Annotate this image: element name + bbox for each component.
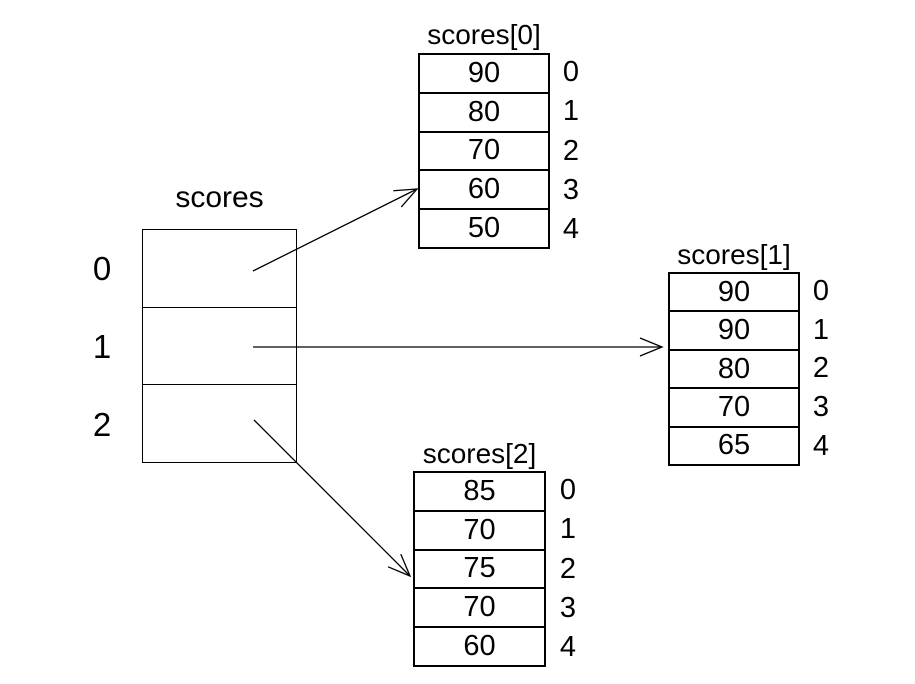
arrow-scores-0 <box>252 188 419 272</box>
subarray-2-index-2: 2 <box>559 552 577 585</box>
subarray-2-title: scores[2] <box>422 438 537 469</box>
subarray-2-value-2: 75 <box>415 548 544 588</box>
subarray-2-index-1: 1 <box>559 513 577 546</box>
subarray-1-value-0: 90 <box>717 275 751 308</box>
subarray-1-index-4: 4 <box>812 430 830 463</box>
subarray-1-index-1: 1 <box>812 313 830 346</box>
subarray-0-title: scores[0] <box>427 19 541 50</box>
pointer-array-title: scores <box>175 181 264 214</box>
pointer-array-index-column: 0 1 2 <box>82 229 122 463</box>
subarray-2-index-3: 3 <box>559 591 577 624</box>
pointer-index-label-1: 1 <box>92 327 112 365</box>
subarray-1-index-column: 0 1 2 3 4 <box>806 272 836 466</box>
subarray-0-index-3: 3 <box>562 173 580 206</box>
subarray-0-index-2: 2 <box>562 134 580 167</box>
subarray-0-value-0: 90 <box>467 56 501 89</box>
subarray-2-index-column: 0 1 2 3 4 <box>553 471 583 667</box>
subarray-2-value-4: 60 <box>415 626 544 665</box>
subarray-1-value-2: 80 <box>670 348 798 387</box>
pointer-index-label-2: 2 <box>92 405 112 443</box>
subarray-2-index-4: 4 <box>559 630 577 663</box>
arrow-scores-2 <box>253 419 412 578</box>
subarray-2-table: 85 70 75 70 60 <box>413 471 546 667</box>
pointer-cell-2 <box>143 384 296 462</box>
subarray-2-value-0: 85 <box>463 474 496 507</box>
subarray-1-index-3: 3 <box>812 391 830 424</box>
subarray-0-table: 90 80 70 60 50 <box>418 53 550 249</box>
subarray-1-value-4: 65 <box>670 425 798 464</box>
subarray-1-index-2: 2 <box>812 352 830 385</box>
subarray-0-index-1: 1 <box>562 95 580 128</box>
subarray-2-index-0: 0 <box>559 474 577 507</box>
subarray-1-value-3: 70 <box>670 387 798 425</box>
subarray-0-value-3: 60 <box>420 169 548 208</box>
subarray-2-value-1: 70 <box>415 509 544 549</box>
subarray-0-index-4: 4 <box>562 212 580 245</box>
subarray-1-title: scores[1] <box>677 239 791 270</box>
subarray-0-value-1: 80 <box>420 91 548 131</box>
subarray-1-table: 90 90 80 70 65 <box>668 272 800 466</box>
subarray-0-index-0: 0 <box>562 56 580 89</box>
subarray-0-value-4: 50 <box>420 208 548 247</box>
pointer-index-label-0: 0 <box>92 249 112 287</box>
subarray-0-value-2: 70 <box>420 130 548 170</box>
subarray-2-value-3: 70 <box>415 587 544 626</box>
subarray-1-value-1: 90 <box>670 310 798 348</box>
pointer-cell-0 <box>143 230 296 307</box>
pointer-array-box <box>142 229 297 463</box>
subarray-0-index-column: 0 1 2 3 4 <box>556 53 586 249</box>
subarray-1-index-0: 0 <box>812 274 830 307</box>
pointer-cell-1 <box>143 306 296 385</box>
